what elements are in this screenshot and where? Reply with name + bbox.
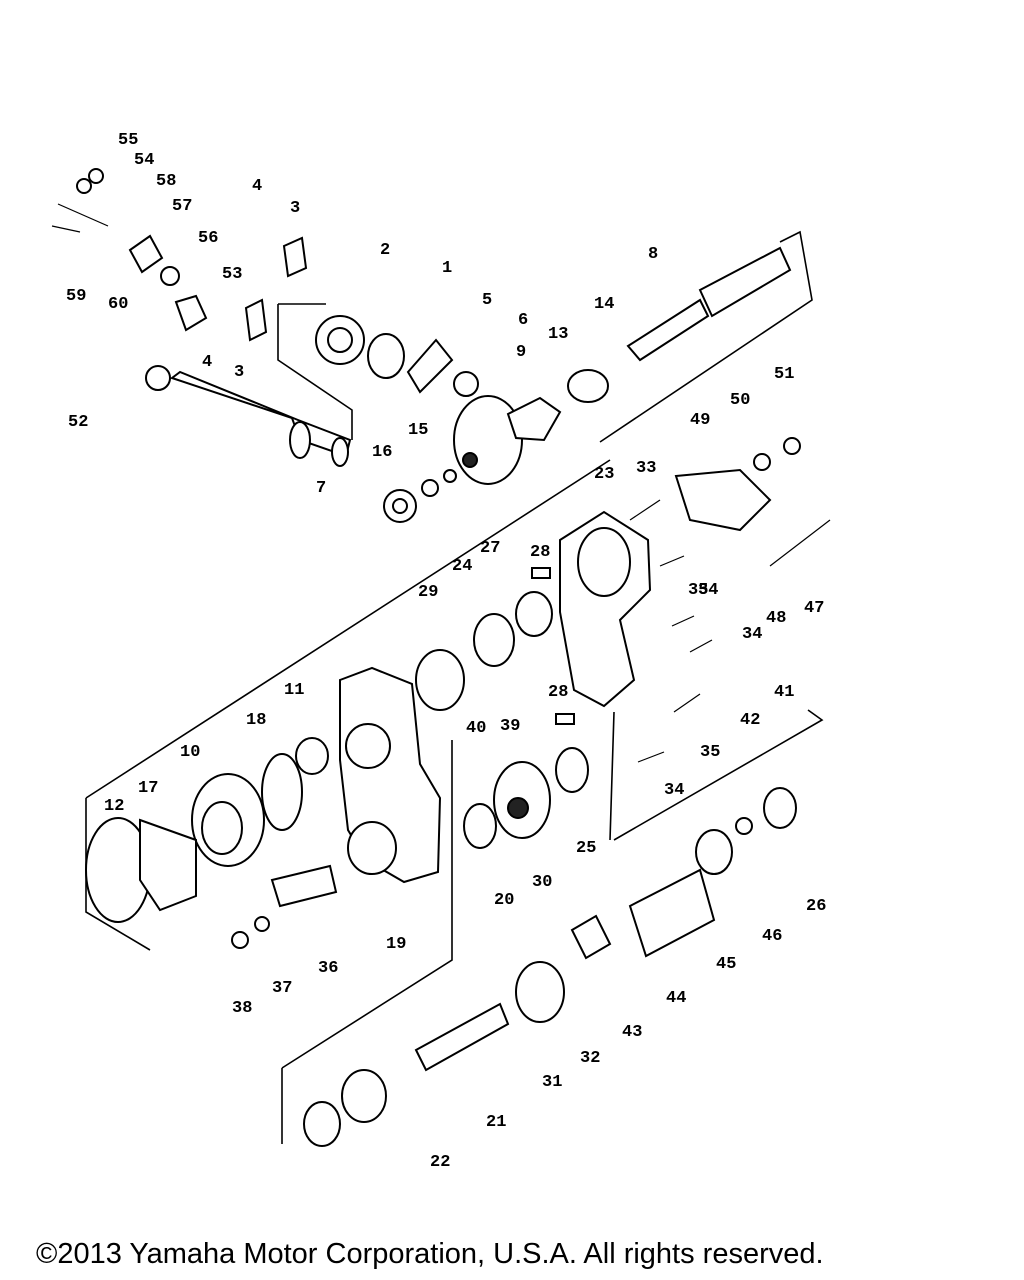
callout-13: 13 — [548, 325, 568, 344]
callout-39: 39 — [500, 717, 520, 736]
callout-17: 17 — [138, 779, 158, 798]
callout-24: 24 — [452, 557, 472, 576]
callout-55: 55 — [118, 131, 138, 150]
callout-15: 15 — [408, 421, 428, 440]
callout-60: 60 — [108, 295, 128, 314]
callout-56: 56 — [198, 229, 218, 248]
callout-30: 30 — [532, 873, 552, 892]
callout-1: 1 — [442, 259, 452, 278]
callout-5: 5 — [482, 291, 492, 310]
callout-16: 16 — [372, 443, 392, 462]
callout-42: 42 — [740, 711, 760, 730]
callout-34b: 34 — [742, 625, 762, 644]
callout-25: 25 — [576, 839, 596, 858]
callout-28b: 28 — [548, 683, 568, 702]
callout-47: 47 — [804, 599, 824, 618]
callout-29: 29 — [418, 583, 438, 602]
callout-3a: 3 — [290, 199, 300, 218]
callout-34a: 34 — [698, 581, 718, 600]
callout-38: 38 — [232, 999, 252, 1018]
callout-58: 58 — [156, 172, 176, 191]
callout-4b: 4 — [202, 353, 212, 372]
callout-45: 45 — [716, 955, 736, 974]
callout-7: 7 — [316, 479, 326, 498]
callout-26: 26 — [806, 897, 826, 916]
callout-46: 46 — [762, 927, 782, 946]
callout-49: 49 — [690, 411, 710, 430]
callout-12: 12 — [104, 797, 124, 816]
callout-23: 23 — [594, 465, 614, 484]
callout-3b: 3 — [234, 363, 244, 382]
callout-34c: 34 — [664, 781, 684, 800]
callout-8: 8 — [648, 245, 658, 264]
callout-14: 14 — [594, 295, 614, 314]
callout-48: 48 — [766, 609, 786, 628]
callout-6: 6 — [518, 311, 528, 330]
callout-31: 31 — [542, 1073, 562, 1092]
callout-35a: 35 — [688, 581, 708, 600]
callout-36: 36 — [318, 959, 338, 978]
callout-50: 50 — [730, 391, 750, 410]
callout-54: 54 — [134, 151, 154, 170]
callout-22: 22 — [430, 1153, 450, 1172]
callout-21: 21 — [486, 1113, 506, 1132]
callout-40: 40 — [466, 719, 486, 738]
callout-11: 11 — [284, 681, 304, 700]
callout-32: 32 — [580, 1049, 600, 1068]
callout-20: 20 — [494, 891, 514, 910]
callout-35b: 35 — [700, 743, 720, 762]
callout-37: 37 — [272, 979, 292, 998]
callout-27: 27 — [480, 539, 500, 558]
callout-43: 43 — [622, 1023, 642, 1042]
callout-28a: 28 — [530, 543, 550, 562]
callout-2: 2 — [380, 241, 390, 260]
callout-19: 19 — [386, 935, 406, 954]
upper-shaft-assembly — [51, 168, 792, 523]
lower-case-assembly — [85, 437, 831, 1147]
copyright-notice: ©2013 Yamaha Motor Corporation, U.S.A. A… — [36, 1238, 824, 1270]
callout-9: 9 — [516, 343, 526, 362]
callout-59: 59 — [66, 287, 86, 306]
callout-33: 33 — [636, 459, 656, 478]
callout-41: 41 — [774, 683, 794, 702]
callout-18: 18 — [246, 711, 266, 730]
callout-4a: 4 — [252, 177, 262, 196]
callout-51: 51 — [774, 365, 794, 384]
callout-53: 53 — [222, 265, 242, 284]
callout-57: 57 — [172, 197, 192, 216]
callout-44: 44 — [666, 989, 686, 1008]
callout-10: 10 — [180, 743, 200, 762]
callout-52: 52 — [68, 413, 88, 432]
group-frames — [85, 230, 824, 1144]
